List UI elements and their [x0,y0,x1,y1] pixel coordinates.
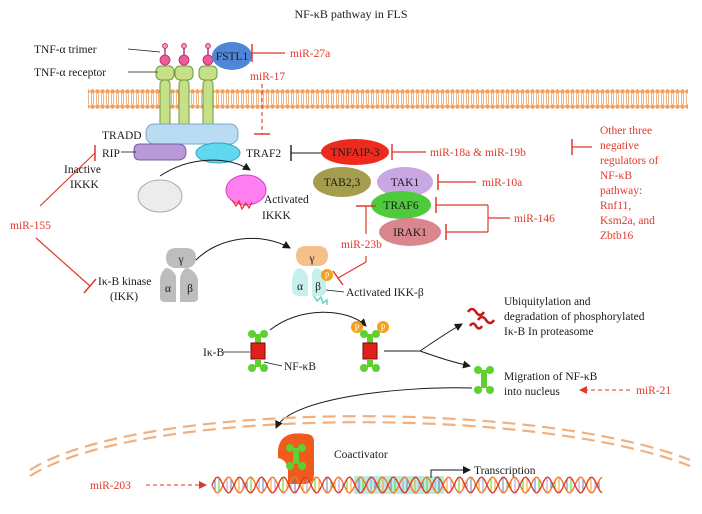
ubiquitylation-label-2: degradation of phosphorylated [504,311,645,323]
svg-text:Rnf11,: Rnf11, [600,200,631,212]
tnfaip3-label: TNFAIP-3 [331,147,380,159]
mir18a-19b-label: miR-18a & miR-19b [430,147,526,159]
svg-text:β: β [187,283,193,295]
tnf-trimer-label: TNF-α trimer [34,44,97,56]
ikb-nfkb-complex [248,330,268,372]
mir155-inhibition-rip [39,152,96,207]
rip-label: RIP [102,148,120,160]
ikb-phosphorylation-arrow [269,311,367,331]
plasma-membrane [88,88,688,110]
rip-node [133,143,187,161]
svg-text:γ: γ [177,254,183,266]
migration-label-1: Migration of NF-κB [504,371,598,383]
ikb-label: Iκ-B [203,347,224,359]
svg-text:α: α [297,281,303,293]
coactivator-label: Coactivator [334,449,388,461]
svg-text:Other three: Other three [600,125,652,137]
mir10a-label: miR-10a [482,177,522,189]
traf6-node [371,191,431,219]
transcription-label: Transcription [474,465,536,477]
nfkb-label: NF-κB [284,361,316,373]
svg-text:β: β [315,281,321,293]
svg-text:P: P [324,271,329,281]
fstl1-label: FSTL1 [216,51,249,63]
free-nfkb [474,366,494,394]
migration-label-2: into nucleus [504,386,560,398]
tradd-label: TRADD [102,130,142,142]
tab23-node [313,167,371,197]
mir155-label: miR-155 [10,220,51,232]
svg-text:P: P [354,323,359,333]
irak1-node [379,218,441,246]
mir21-label: miR-21 [636,385,671,397]
inactive-ikkk-node [137,179,183,213]
tnf-receptor-middle [174,65,194,133]
ikk-complex-activated: P γ α β [292,246,333,305]
ikk-activation-arrow [195,237,291,261]
svg-text:NF-κB: NF-κB [600,170,632,182]
migration-arrow [419,350,471,369]
activated-ikk-beta-label: Activated IKK-β [346,287,424,299]
tnf-receptor-label: TNF-α receptor [34,67,106,79]
svg-text:negative: negative [600,140,639,152]
diagram-title: NF-κB pathway in FLS [294,7,407,21]
svg-text:Ksm2a, and: Ksm2a, and [600,215,655,227]
mir17-label: miR-17 [250,71,285,83]
phosphorylated-ikb-nfkb-complex: P P [351,321,389,372]
svg-text:pathway:: pathway: [600,185,642,197]
svg-text:P: P [380,323,385,333]
mir155-inhibition-ikk [35,237,91,287]
mir203-label: miR-203 [90,480,131,492]
ubiquitylation-label-1: Ubiquitylation and [504,296,591,308]
ikkk-activation-arrow [159,159,251,177]
svg-text:regulators of: regulators of [600,155,659,167]
tnf-receptor-complex [155,43,218,133]
activated-ikkk-label-1: Activated [264,194,309,206]
activated-ikkk-node [225,174,267,211]
traf2-label: TRAF2 [246,148,281,160]
mir146-inhibition [435,197,510,240]
svg-text:α: α [165,283,171,295]
other-regulators-text: Other three negative regulators of NF-κB… [600,125,659,242]
irak1-label: IRAK1 [393,227,427,239]
coactivator-complex [278,433,314,484]
tnf-receptor-right [198,65,218,133]
degradation-arrow [419,323,463,352]
nuclear-envelope [29,415,691,477]
inactive-ikkk-label-1: Inactive [64,164,101,176]
activated-ikkk-label-2: IKKK [262,210,291,222]
tab23-label: TAB2,3 [324,177,361,189]
transcription-arrow [430,466,471,478]
degraded-ikb-fragments [466,307,496,330]
ikk-phospho-p [321,269,333,281]
ikk-complex-inactive: γ α β [160,248,198,302]
tak1-node [377,167,433,197]
svg-text:Zbtb16: Zbtb16 [600,230,633,242]
mir23b-inhibition [332,205,376,286]
tnfaip3-node [321,139,389,165]
mir27a-label: miR-27a [290,48,330,60]
tnf-alpha-trimer [159,43,214,66]
traf2-node [195,142,241,164]
traf6-label: TRAF6 [383,200,418,212]
tnf-receptor-left [155,65,175,133]
inactive-ikkk-label-2: IKKK [70,179,99,191]
svg-text:γ: γ [308,253,314,265]
tradd-node [145,123,239,145]
mir146-label: miR-146 [514,213,555,225]
ikb-kinase-label-1: Iκ-B kinase [98,276,151,288]
ubiquitylation-label-3: Iκ-B In proteasome [504,326,593,338]
dna-strand [211,476,603,494]
mir23b-label: miR-23b [341,239,382,251]
ikb-kinase-label-2: (IKK) [110,291,138,303]
tak1-label: TAK1 [391,177,420,189]
fstl1-node [212,42,252,70]
